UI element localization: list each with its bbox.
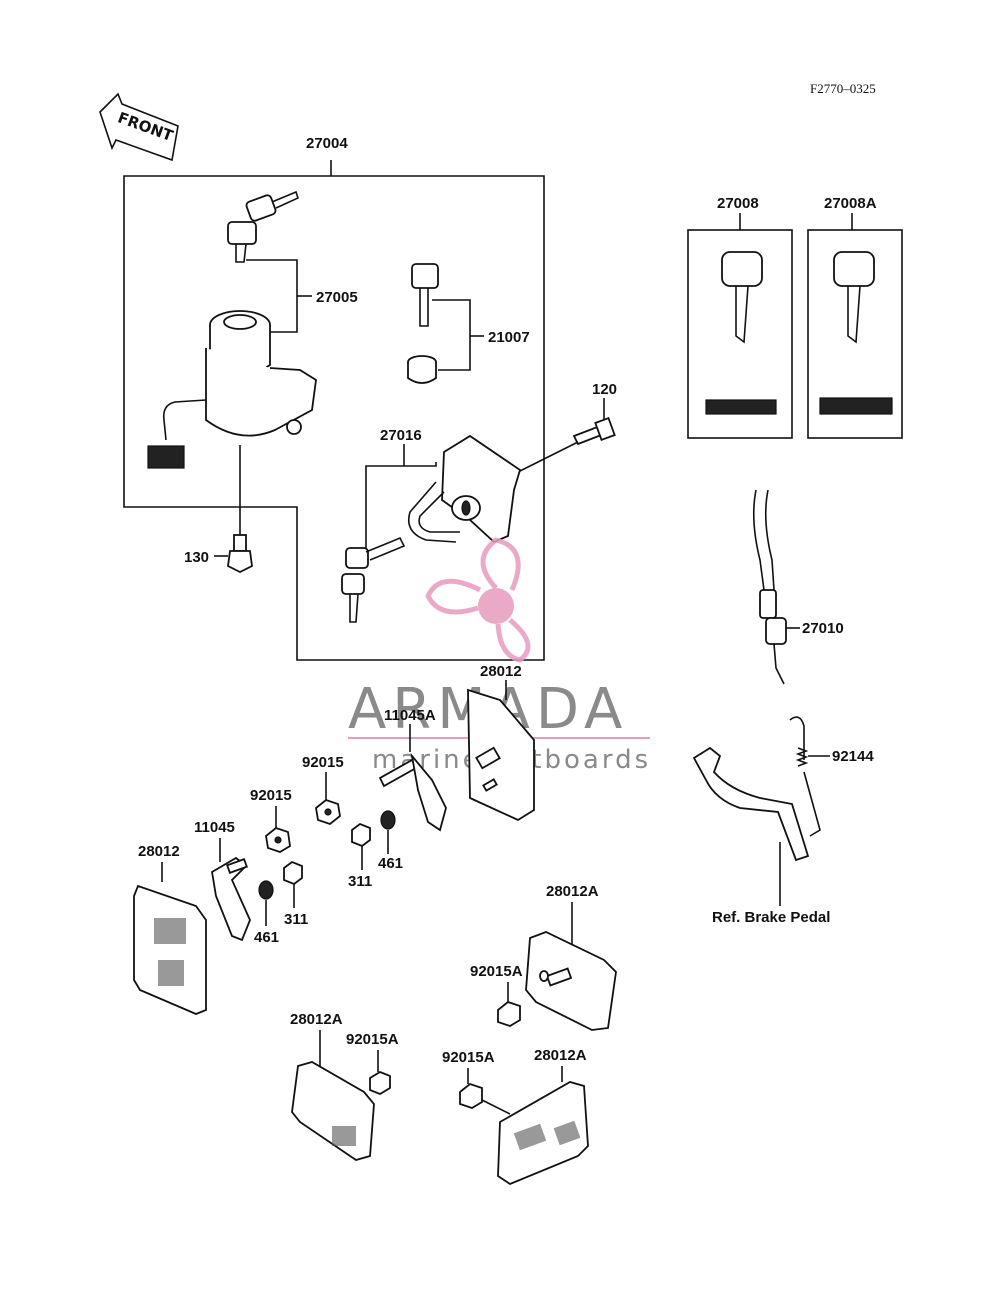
label-ref-brake-pedal: Ref. Brake Pedal (712, 909, 830, 926)
label-27005: 27005 (316, 289, 358, 306)
label-27008A: 27008A (824, 195, 877, 212)
label-92015A-right: 92015A (470, 963, 523, 980)
label-28012-left: 28012 (138, 843, 180, 860)
washer-461-b-icon (258, 880, 274, 900)
label-27008: 27008 (717, 195, 759, 212)
bolt-120-icon (572, 416, 616, 446)
nut-92015A-bottom-left-icon (369, 1070, 391, 1096)
nut-92015A-right-icon (497, 1000, 521, 1027)
nut-92015-a-icon (315, 798, 341, 826)
label-28012A-bottom-left: 28012A (290, 1011, 343, 1028)
reflector-28012A-bottom-left-icon (291, 1061, 375, 1161)
key-blank-27008-card (687, 229, 793, 439)
label-461-b: 461 (254, 929, 279, 946)
leader-27016 (365, 462, 437, 548)
reflector-28012A-bottom-right-icon (497, 1081, 589, 1186)
label-92015-a: 92015 (302, 754, 344, 771)
diagram-code: F2770–0325 (810, 81, 876, 96)
key-blank-27008A-card (807, 229, 903, 439)
nut-92015A-bottom-mid-icon (459, 1082, 483, 1109)
seat-lock-keys-icon (341, 536, 406, 623)
brake-switch-27010-icon (752, 489, 787, 685)
label-120: 120 (592, 381, 617, 398)
washer-461-a-icon (380, 810, 396, 830)
nut-311-b-icon (283, 860, 303, 886)
label-92015A-bottom-mid: 92015A (442, 1049, 495, 1066)
label-28012A-right: 28012A (546, 883, 599, 900)
nut-92015-b-icon (265, 826, 291, 853)
label-311-b: 311 (284, 911, 308, 928)
label-92015-b: 92015 (250, 787, 292, 804)
label-461-a: 461 (378, 855, 403, 872)
reflector-28012-top-icon (467, 688, 535, 822)
label-130: 130 (184, 549, 209, 566)
brake-pedal-icon (692, 746, 810, 862)
label-27004: 27004 (306, 135, 348, 152)
label-28012-top: 28012 (480, 663, 522, 680)
label-11045A: 11045A (384, 707, 436, 724)
armada-logo-icon (425, 537, 531, 663)
bolt-130-icon (227, 534, 253, 574)
label-11045: 11045 (194, 819, 235, 836)
label-27016: 27016 (380, 427, 422, 444)
label-21007: 21007 (488, 329, 530, 346)
label-27010: 27010 (802, 620, 844, 637)
seat-lock-icon (407, 434, 522, 544)
label-92015A-bottom-left: 92015A (346, 1031, 399, 1048)
nut-311-a-icon (351, 822, 371, 848)
label-92144: 92144 (832, 748, 874, 765)
bracket-11045A-icon (378, 752, 447, 832)
reflector-28012A-right-icon (525, 931, 617, 1031)
label-311-a: 311 (348, 873, 372, 890)
spring-92144-icon (789, 716, 821, 837)
key-21007-icon (411, 263, 439, 327)
label-28012A-bottom-right: 28012A (534, 1047, 587, 1064)
leader-21007 (432, 299, 471, 371)
kit-outline-27004 (123, 160, 545, 661)
bracket-11045-icon (211, 856, 251, 942)
lock-cap-icon (407, 355, 437, 384)
reflector-28012-left-icon (133, 884, 207, 1015)
key-set-icon (227, 190, 299, 263)
ignition-switch-icon (147, 310, 317, 469)
front-arrow-icon: FRONT (99, 92, 179, 162)
